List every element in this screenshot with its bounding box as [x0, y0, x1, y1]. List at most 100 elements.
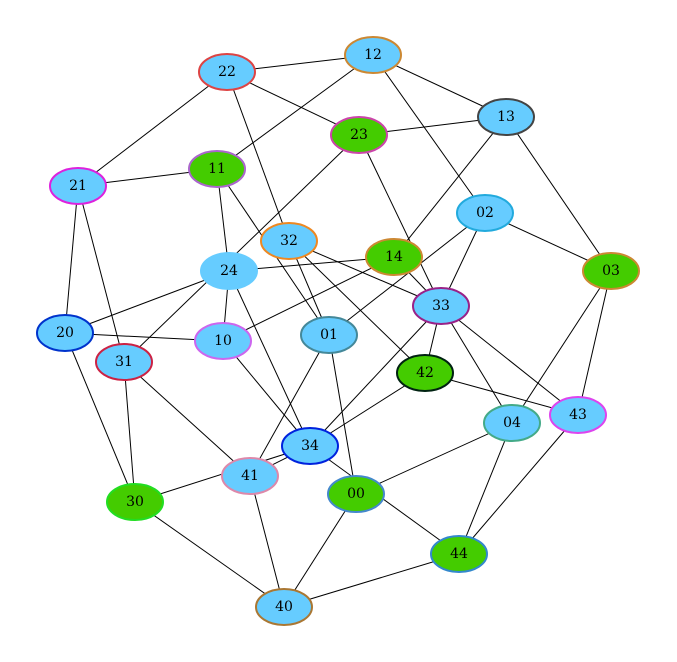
node-shape: [188, 150, 246, 188]
node-11[interactable]: 11: [188, 150, 246, 188]
node-label: 43: [569, 407, 587, 423]
node-02[interactable]: 02: [456, 194, 514, 232]
edge-01-41: [249, 334, 330, 477]
node-14[interactable]: 14: [365, 238, 423, 276]
node-label: 34: [301, 438, 319, 454]
edge-23-31: [123, 134, 360, 363]
node-label: 31: [115, 354, 133, 370]
node-shape: [221, 457, 279, 495]
node-23[interactable]: 23: [330, 116, 388, 154]
node-12[interactable]: 12: [344, 36, 402, 74]
node-label: 42: [416, 365, 434, 381]
node-42[interactable]: 42: [396, 354, 454, 392]
node-shape: [396, 354, 454, 392]
node-shape: [198, 53, 256, 91]
node-shape: [95, 343, 153, 381]
edge-33-34: [309, 305, 442, 447]
node-30[interactable]: 30: [106, 483, 164, 521]
edge-24-20: [64, 270, 230, 334]
node-44[interactable]: 44: [430, 535, 488, 573]
node-13[interactable]: 13: [477, 98, 535, 136]
node-shape: [456, 194, 514, 232]
node-33[interactable]: 33: [412, 287, 470, 325]
edge-21-31: [77, 185, 125, 363]
node-41[interactable]: 41: [221, 457, 279, 495]
edge-10-34: [222, 340, 311, 447]
node-label: 23: [350, 127, 368, 143]
edge-32-33: [288, 240, 442, 307]
node-shape: [49, 167, 107, 205]
node-shape: [477, 98, 535, 136]
node-layer: 00 01 02 03 04 10 11 12 13 14 20 21 22 23 24 30 31 32 33 34…: [36, 36, 640, 626]
node-shape: [255, 588, 313, 626]
node-31[interactable]: 31: [95, 343, 153, 381]
node-label: 44: [450, 546, 468, 562]
edge-43-44: [458, 414, 579, 555]
node-32[interactable]: 32: [260, 222, 318, 260]
node-label: 22: [218, 64, 236, 80]
node-label: 11: [208, 161, 226, 177]
edge-44-40: [283, 553, 460, 608]
edge-24-34: [228, 270, 311, 447]
node-03[interactable]: 03: [582, 252, 640, 290]
edge-33-04: [440, 305, 513, 424]
edge-31-30: [123, 361, 136, 503]
node-00[interactable]: 00: [327, 475, 385, 513]
node-21[interactable]: 21: [49, 167, 107, 205]
edge-12-11: [216, 54, 374, 170]
node-20[interactable]: 20: [36, 314, 94, 352]
edge-13-14: [393, 116, 507, 258]
node-label: 00: [347, 486, 365, 502]
node-label: 01: [320, 327, 338, 343]
edge-04-44: [458, 422, 513, 555]
node-shape: [327, 475, 385, 513]
node-label: 20: [56, 325, 74, 341]
node-04[interactable]: 04: [483, 404, 541, 442]
node-shape: [365, 238, 423, 276]
node-label: 12: [364, 47, 382, 63]
node-label: 10: [214, 333, 232, 349]
edge-33-43: [440, 305, 579, 416]
node-01[interactable]: 01: [300, 316, 358, 354]
node-shape: [194, 322, 252, 360]
node-shape: [344, 36, 402, 74]
node-shape: [300, 316, 358, 354]
node-shape: [200, 252, 258, 290]
node-43[interactable]: 43: [549, 396, 607, 434]
edge-00-40: [283, 493, 357, 608]
node-34[interactable]: 34: [281, 427, 339, 465]
node-label: 41: [241, 468, 259, 484]
edge-03-43: [577, 270, 612, 416]
node-40[interactable]: 40: [255, 588, 313, 626]
edge-23-33: [358, 134, 442, 307]
edge-12-02: [372, 54, 486, 214]
edge-14-10: [222, 256, 395, 342]
node-label: 03: [602, 263, 620, 279]
edge-03-04: [511, 270, 612, 424]
edge-31-41: [123, 361, 251, 477]
node-10[interactable]: 10: [194, 322, 252, 360]
node-label: 40: [275, 599, 293, 615]
edge-34-44: [309, 445, 460, 555]
node-shape: [281, 427, 339, 465]
node-label: 33: [432, 298, 450, 314]
node-shape: [106, 483, 164, 521]
node-shape: [36, 314, 94, 352]
node-24[interactable]: 24: [200, 252, 258, 290]
edge-41-40: [249, 475, 285, 608]
node-label: 02: [476, 205, 494, 221]
edge-20-30: [64, 332, 136, 503]
edge-22-21: [77, 71, 228, 187]
node-shape: [549, 396, 607, 434]
node-label: 13: [497, 109, 515, 125]
edge-32-42: [288, 240, 426, 374]
node-shape: [582, 252, 640, 290]
node-shape: [430, 535, 488, 573]
node-label: 30: [126, 494, 144, 510]
node-22[interactable]: 22: [198, 53, 256, 91]
edge-13-03: [505, 116, 612, 272]
node-shape: [330, 116, 388, 154]
edge-01-00: [328, 334, 357, 495]
node-label: 32: [280, 233, 298, 249]
